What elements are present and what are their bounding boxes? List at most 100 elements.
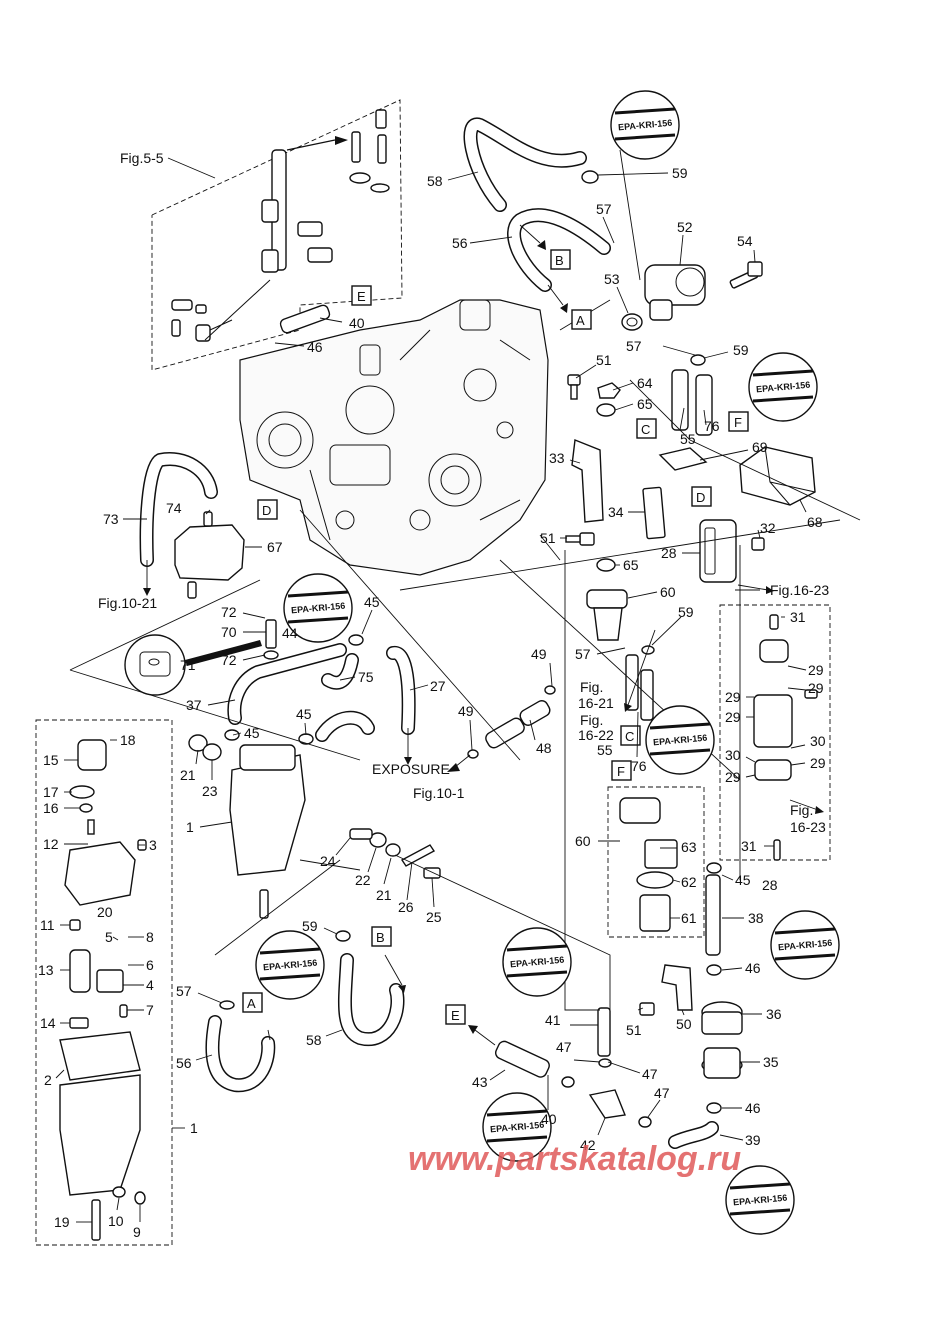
part-number: 29: [808, 662, 824, 678]
epa-stamps: EPA-KRI-156 EPA-KRI-156 EPA-KRI-156 EPA-…: [255, 90, 840, 1235]
part-number: 31: [741, 838, 757, 854]
epa-stamp: EPA-KRI-156: [255, 930, 325, 1000]
part-number: 46: [745, 960, 761, 976]
vapor-separator-inset: [35, 719, 173, 1246]
box-f: F: [728, 411, 749, 432]
svg-text:EPA-KRI-156: EPA-KRI-156: [653, 733, 708, 748]
components: [124, 170, 816, 1128]
part-number: 65: [623, 557, 639, 573]
part-number: 48: [536, 740, 552, 756]
fig-5-5-inset: Fig.5-5: [120, 99, 403, 371]
svg-text:Fig.: Fig.: [580, 679, 603, 695]
part-number: 55: [680, 431, 696, 447]
epa-stamp: EPA-KRI-156: [725, 1165, 795, 1235]
part-number: 27: [430, 678, 446, 694]
part-number: 57: [626, 338, 642, 354]
epa-stamp: EPA-KRI-156: [482, 1092, 552, 1162]
part-number: 59: [678, 604, 694, 620]
epa-stamp: EPA-KRI-156: [610, 90, 680, 160]
svg-text:EPA-KRI-156: EPA-KRI-156: [291, 601, 346, 616]
part-number: 14: [40, 1015, 56, 1031]
part-number: 34: [608, 504, 624, 520]
part-number: 2: [44, 1072, 52, 1088]
svg-text:EPA-KRI-156: EPA-KRI-156: [510, 955, 565, 970]
part-number: 3: [149, 837, 157, 853]
boundary-lines: [69, 149, 861, 1011]
part-number: 73: [103, 511, 119, 527]
part-number: 21: [376, 887, 392, 903]
part-number: 29: [725, 709, 741, 725]
part-number: 39: [745, 1132, 761, 1148]
part-number: 30: [725, 747, 741, 763]
part-number: 57: [176, 983, 192, 999]
epa-stamp: EPA-KRI-156: [770, 910, 840, 980]
svg-text:Fig.10-1: Fig.10-1: [413, 785, 465, 801]
part-number: 29: [725, 689, 741, 705]
svg-text:D: D: [262, 503, 271, 518]
hoses: [139, 117, 719, 1149]
svg-text:C: C: [641, 422, 650, 437]
part-number: 29: [725, 769, 741, 785]
part-number: 45: [364, 594, 380, 610]
epa-stamp: EPA-KRI-156: [283, 573, 353, 643]
part-number: 59: [672, 165, 688, 181]
part-number: 56: [176, 1055, 192, 1071]
epa-stamp: EPA-KRI-156: [748, 352, 818, 422]
part-number: 67: [267, 539, 283, 555]
part-number: 20: [97, 904, 113, 920]
svg-text:16-23: 16-23: [790, 819, 826, 835]
svg-text:EPA-KRI-156: EPA-KRI-156: [263, 958, 318, 973]
box-c: C: [620, 725, 641, 746]
svg-text:EPA-KRI-156: EPA-KRI-156: [618, 118, 673, 133]
part-number: 74: [166, 500, 182, 516]
part-number: 51: [596, 352, 612, 368]
svg-text:E: E: [357, 289, 366, 304]
part-number: 47: [556, 1039, 572, 1055]
part-number: 76: [704, 418, 720, 434]
part-number: 40: [349, 315, 365, 331]
part-number: 30: [810, 733, 826, 749]
part-number: 55: [597, 742, 613, 758]
part-number: 21: [180, 767, 196, 783]
svg-text:Fig.10-21: Fig.10-21: [98, 595, 157, 611]
svg-text:Fig.: Fig.: [580, 712, 603, 728]
part-number: 75: [358, 669, 374, 685]
part-number: 43: [472, 1074, 488, 1090]
part-number: 71: [180, 657, 196, 673]
svg-text:B: B: [376, 930, 385, 945]
part-number: 1: [186, 819, 194, 835]
part-number: 57: [596, 201, 612, 217]
box-e: E: [445, 1004, 466, 1025]
fig-5-5-ref: Fig.5-5: [120, 150, 164, 166]
part-callouts: 58 56 59 57 52 53 54 40 46 57 59 51 64 6…: [38, 165, 826, 1240]
part-number: 70: [221, 624, 237, 640]
part-number: 62: [681, 874, 697, 890]
part-number: 10: [108, 1213, 124, 1229]
part-number: 13: [38, 962, 54, 978]
box-b: B: [550, 249, 571, 270]
part-number: 17: [43, 784, 59, 800]
part-number: 18: [120, 732, 136, 748]
part-number: 35: [763, 1054, 779, 1070]
svg-text:C: C: [625, 729, 634, 744]
part-number: 31: [790, 609, 806, 625]
svg-text:D: D: [696, 490, 705, 505]
part-number: 25: [426, 909, 442, 925]
box-c: C: [636, 418, 657, 439]
part-number: 56: [452, 235, 468, 251]
part-number: 24: [320, 853, 336, 869]
epa-stamp: EPA-KRI-156: [645, 705, 715, 775]
svg-text:B: B: [555, 253, 564, 268]
part-number: 8: [146, 929, 154, 945]
part-number: 58: [427, 173, 443, 189]
part-number: 63: [681, 839, 697, 855]
fig-16-23-inset: [607, 604, 831, 938]
part-number: 47: [642, 1066, 658, 1082]
part-number: 29: [808, 680, 824, 696]
part-number: 60: [660, 584, 676, 600]
part-number: 6: [146, 957, 154, 973]
part-number: 32: [760, 520, 776, 536]
part-number: 41: [545, 1012, 561, 1028]
svg-text:16-22: 16-22: [578, 727, 614, 743]
box-d: D: [257, 499, 278, 520]
